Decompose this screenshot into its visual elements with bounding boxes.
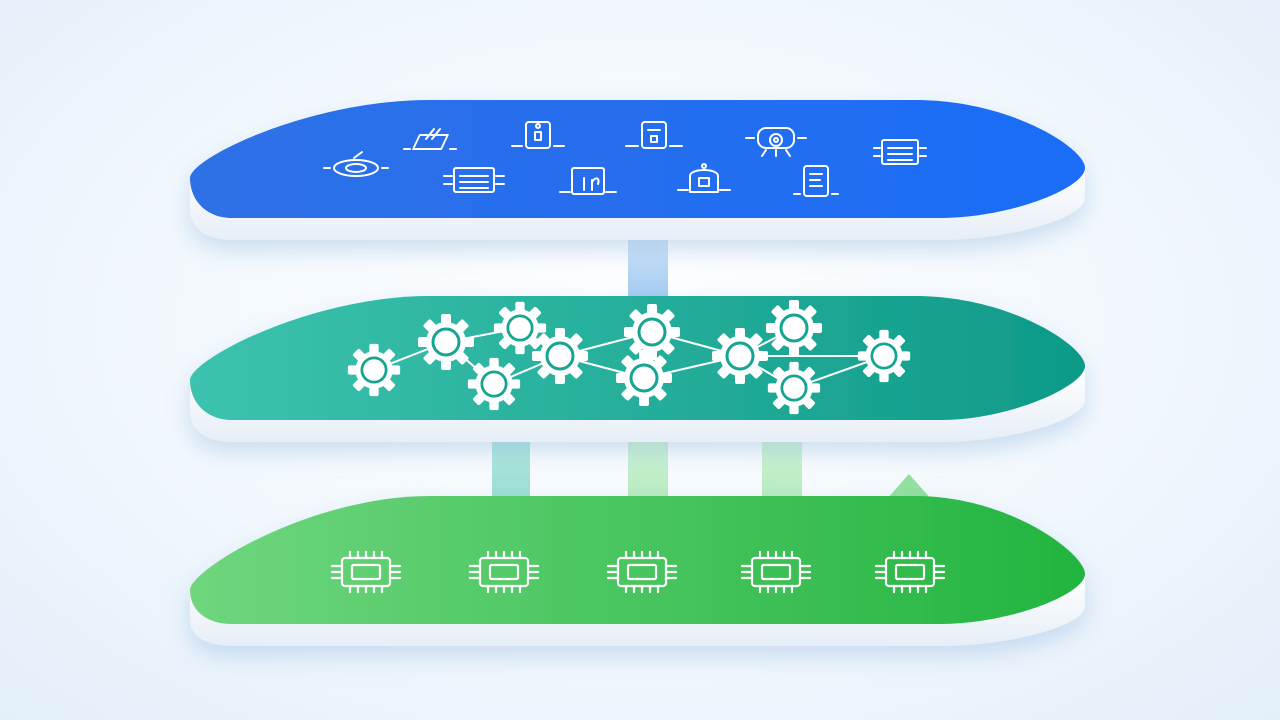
- top-layer-icons: [323, 121, 927, 197]
- server-rack-icon: [873, 139, 927, 165]
- gear-link-icon: [492, 300, 548, 356]
- gear-hub-icon: [622, 302, 682, 362]
- gear-icon: [416, 312, 476, 372]
- gear-graph-icon: [856, 328, 912, 384]
- gear-globe-icon: [614, 348, 674, 408]
- storage-tank-icon: [793, 165, 839, 197]
- gear-leaf-icon: [764, 298, 824, 358]
- gear-wave-icon: [466, 356, 522, 412]
- connector-top-middle: [628, 232, 668, 302]
- camera-icon: [745, 127, 807, 157]
- gear-slash-icon: [710, 326, 770, 386]
- cloud-arrow-icon: [403, 128, 457, 150]
- plant-sensor-icon: [559, 167, 617, 195]
- bottom-layer: [190, 496, 1085, 646]
- top-layer: [190, 100, 1085, 240]
- middle-layer: [190, 296, 1085, 442]
- gear-cloud-icon: [530, 326, 590, 386]
- gear-drop-icon: [766, 360, 822, 416]
- middle-layer-network: [346, 298, 912, 416]
- satellite-dish-icon: [323, 151, 389, 177]
- server-rack-icon: [443, 167, 505, 193]
- meter-icon: [677, 163, 731, 193]
- battery-device-icon: [625, 121, 683, 149]
- gear-recycle-icon: [346, 342, 402, 398]
- battery-device-icon: [511, 121, 565, 149]
